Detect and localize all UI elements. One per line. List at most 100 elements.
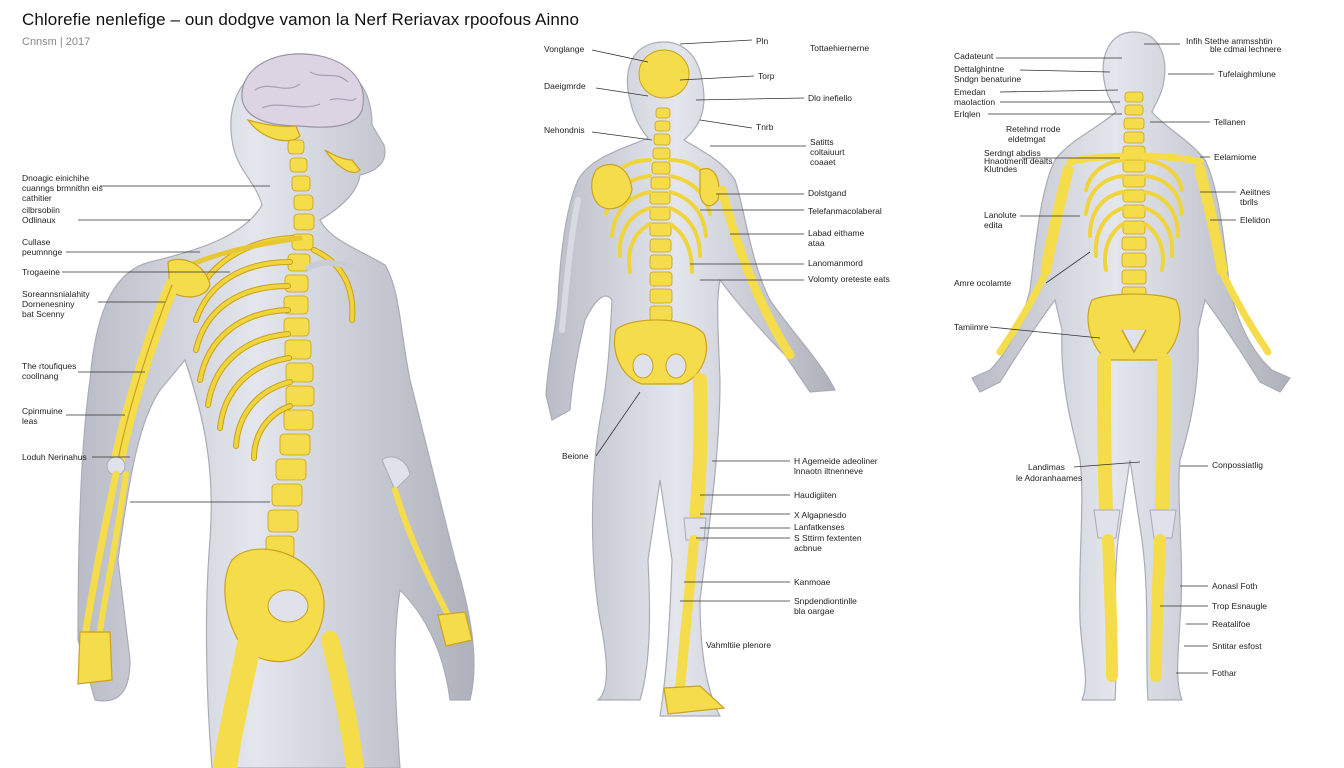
label: Vonglange xyxy=(544,44,584,54)
label: Loduh Nerinahus xyxy=(22,452,87,462)
posterior-view-labels: Cadateunt Dettalghintne Sndgn benaturine… xyxy=(954,36,1282,678)
label: ataa xyxy=(808,238,825,248)
label: le Adoranhaames xyxy=(1016,473,1082,483)
posterior-view-figure xyxy=(971,31,1291,701)
back-view-labels: Pln Tottaehiernerne Vonglange Torp Daeig… xyxy=(544,36,890,650)
label: coltaiuurt xyxy=(810,147,845,157)
label: Lanolute xyxy=(984,210,1017,220)
label: Dolstgand xyxy=(808,188,847,198)
back-ribcage xyxy=(604,158,714,274)
side-femur xyxy=(213,628,262,768)
label: Sndgn benaturine xyxy=(954,74,1021,84)
label: Dornenesniny xyxy=(22,299,75,309)
label: Vahmltiie plenore xyxy=(706,640,771,650)
label: Landimas xyxy=(1028,462,1065,472)
posterior-left-tibia xyxy=(1102,534,1118,682)
back-skull xyxy=(638,49,690,99)
brain xyxy=(241,53,364,128)
label: Tottaehiernerne xyxy=(810,43,869,53)
back-pelvis xyxy=(613,319,708,385)
label: Daeigmrde xyxy=(544,81,586,91)
label: Emedan xyxy=(954,87,986,97)
label: leas xyxy=(22,416,38,426)
posterior-spine xyxy=(1121,91,1147,302)
label: Reatalifoe xyxy=(1212,619,1251,629)
label: Dnoagic einichihe xyxy=(22,173,89,183)
side-view-figure xyxy=(77,53,475,768)
back-femur xyxy=(689,373,708,527)
label: edita xyxy=(984,220,1003,230)
posterior-right-tibia xyxy=(1150,534,1166,682)
label: Satitts xyxy=(810,137,834,147)
label: H Agemeide adeoliner xyxy=(794,456,878,466)
posterior-left-humerus xyxy=(1040,164,1074,276)
label: Tufelaighmlune xyxy=(1218,69,1276,79)
label: Soreannsnialahity xyxy=(22,289,90,299)
label: eldetmgat xyxy=(1008,134,1046,144)
page-subtitle: Cnnsm | 2017 xyxy=(22,36,91,48)
label: Tamiimre xyxy=(954,322,989,332)
label: Volomty oreteste eats xyxy=(808,274,890,284)
label: Pln xyxy=(756,36,769,46)
label: maolaction xyxy=(954,97,995,107)
label: bla oargae xyxy=(794,606,834,616)
posterior-right-femur xyxy=(1155,353,1171,517)
label: cilbrsobiin xyxy=(22,205,60,215)
label: Lanfatkenses xyxy=(794,522,845,532)
posterior-shoulder-girdle xyxy=(1066,152,1204,166)
sternum-clip xyxy=(305,260,365,273)
side-radius xyxy=(82,470,120,634)
label: bat Scenny xyxy=(22,309,65,319)
label: Eelamiome xyxy=(1214,152,1257,162)
label: Amre ocolamte xyxy=(954,278,1011,288)
label: Beione xyxy=(562,451,589,461)
label: Conpossiatlig xyxy=(1212,460,1263,470)
posterior-right-humerus xyxy=(1194,164,1228,276)
label: Serdngt abdiss xyxy=(984,148,1041,158)
skull-base xyxy=(246,118,301,142)
back-scapula xyxy=(591,163,633,210)
label: Trogaeine xyxy=(22,267,60,277)
label: The rtoufiques xyxy=(22,361,76,371)
label: Labad eithame xyxy=(808,228,865,238)
label: Aeiitnes xyxy=(1240,187,1270,197)
label: Klutndes xyxy=(984,164,1017,174)
label: Snpdendiontinlle xyxy=(794,596,857,606)
label: Haudigiiten xyxy=(794,490,837,500)
side-view-labels: Dnoagic einichihe cuanngs brmnithn eis c… xyxy=(22,173,270,503)
side-ulna xyxy=(97,471,129,633)
label: Torp xyxy=(758,71,775,81)
label: Odlinaux xyxy=(22,215,56,225)
label: Hnaotmentl dealts xyxy=(984,156,1053,166)
label: Cadateunt xyxy=(954,51,994,61)
label: Sntitar esfost xyxy=(1212,641,1262,651)
label: S Sttirm fextenten xyxy=(794,533,862,543)
page-title: Chlorefie nenlefige – oun dodgve vamon l… xyxy=(22,10,580,29)
label: tbrlls xyxy=(1240,197,1258,207)
label: Lanomanmord xyxy=(808,258,863,268)
back-arm-bone xyxy=(717,185,795,360)
label: coollnang xyxy=(22,371,59,381)
label: Cullase xyxy=(22,237,51,247)
label: Dlo inefiello xyxy=(808,93,852,103)
side-hand xyxy=(77,631,113,685)
label: Tnrb xyxy=(756,122,774,132)
back-view-figure xyxy=(545,41,836,717)
posterior-left-femur xyxy=(1097,353,1113,517)
label: Nehondnis xyxy=(544,125,585,135)
label: Infih Stethe ammsshtin xyxy=(1186,36,1273,46)
label: Elelidon xyxy=(1240,215,1271,225)
label: Fothar xyxy=(1212,668,1237,678)
label: Dettalghintne xyxy=(954,64,1004,74)
label: Erlqlen xyxy=(954,109,981,119)
label: coaaet xyxy=(810,157,836,167)
label: X Algapnesdo xyxy=(794,510,847,520)
label: Telefanmacolaberal xyxy=(808,206,882,216)
label: Kanmoae xyxy=(794,577,831,587)
side-ribcage xyxy=(193,235,356,461)
label: Aonasl Foth xyxy=(1212,581,1258,591)
label: cuanngs brmnithn eis xyxy=(22,183,103,193)
label: acbnue xyxy=(794,543,822,553)
label: cathitier xyxy=(22,193,52,203)
